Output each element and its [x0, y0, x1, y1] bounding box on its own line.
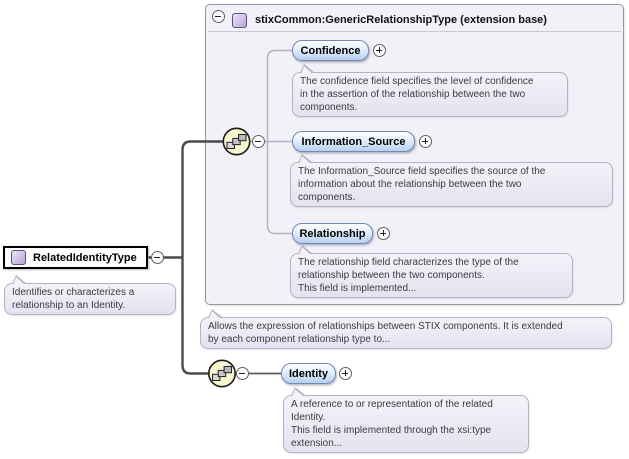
identity-annotation: A reference to or representation of the …: [283, 387, 529, 453]
information-source-element-label: Information_Source: [301, 135, 406, 148]
identity-element[interactable]: Identity: [281, 363, 336, 384]
confidence-expand-toggle[interactable]: [373, 44, 386, 57]
extension-base-annotation: Allows the expression of relationships b…: [200, 309, 612, 349]
extension-collapse-toggle[interactable]: [212, 10, 225, 23]
relationship-element[interactable]: Relationship: [292, 223, 373, 244]
root-type-box[interactable]: RelatedIdentityType: [3, 246, 148, 269]
sequence-collapse-toggle[interactable]: [252, 135, 265, 148]
confidence-element-label: Confidence: [300, 44, 361, 57]
root-type-label: RelatedIdentityType: [33, 251, 137, 264]
confidence-annotation: The confidence field specifies the level…: [292, 64, 568, 117]
information-source-element[interactable]: Information_Source: [292, 131, 415, 152]
complex-type-icon: [11, 250, 26, 265]
root-annotation: Identifies or characterizes a relationsh…: [4, 275, 176, 315]
sequence-icon: [208, 359, 236, 388]
relationship-element-label: Relationship: [299, 227, 366, 240]
header-separator: [208, 31, 621, 32]
identity-sequence-collapse-toggle[interactable]: [236, 367, 249, 380]
confidence-element[interactable]: Confidence: [292, 40, 369, 61]
identity-element-label: Identity: [288, 367, 329, 380]
identity-expand-toggle[interactable]: [339, 367, 352, 380]
extension-base-title: stixCommon:GenericRelationshipType (exte…: [255, 14, 547, 26]
relationship-annotation: The relationship field characterizes the…: [290, 245, 573, 298]
information-source-expand-toggle[interactable]: [419, 135, 432, 148]
relationship-expand-toggle[interactable]: [377, 227, 390, 240]
information-source-annotation: The Information_Source field specifies t…: [290, 154, 613, 207]
sequence-icon: [222, 127, 251, 156]
complex-type-icon: [232, 13, 247, 28]
root-collapse-toggle[interactable]: [151, 251, 164, 264]
